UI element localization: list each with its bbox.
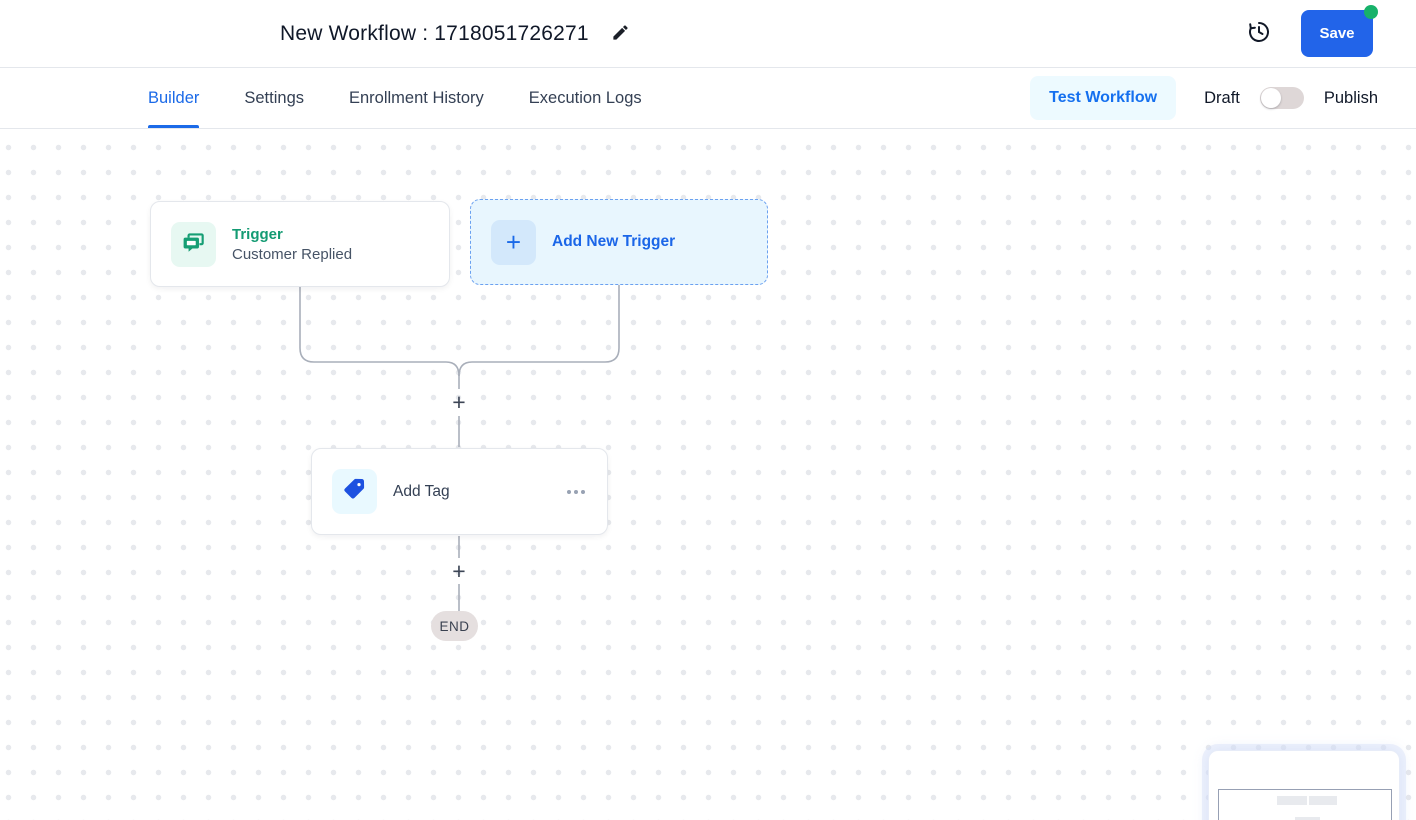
action-node-add-tag[interactable]: Add Tag — [311, 448, 608, 535]
workflow-title-wrap: New Workflow : 1718051726271 — [280, 0, 634, 67]
minimap-node-row — [1295, 817, 1320, 820]
ellipsis-icon — [567, 489, 571, 494]
tab-bar: Builder Settings Enrollment History Exec… — [0, 68, 1416, 129]
minimap-node — [1277, 796, 1307, 805]
node-menu-button[interactable] — [565, 484, 587, 500]
save-button[interactable]: Save — [1301, 5, 1378, 57]
draft-label: Draft — [1204, 88, 1240, 107]
test-workflow-button[interactable]: Test Workflow — [1030, 76, 1177, 120]
tabs: Builder Settings Enrollment History Exec… — [148, 68, 687, 128]
minimap-node-row — [1277, 796, 1337, 805]
trigger-node-category: Trigger — [232, 225, 283, 243]
chat-bubbles-icon — [181, 229, 207, 260]
action-node-name: Add Tag — [393, 482, 450, 500]
tab-bar-actions: Test Workflow Draft Publish — [1030, 68, 1378, 128]
tab-builder[interactable]: Builder — [148, 68, 200, 128]
tag-icon — [342, 476, 368, 507]
plus-icon: + — [505, 227, 522, 257]
edit-title-button[interactable] — [607, 19, 634, 49]
trigger-icon-badge — [171, 221, 216, 267]
header: New Workflow : 1718051726271 — [0, 0, 1416, 68]
add-new-trigger-label: Add New Trigger — [552, 233, 676, 250]
pencil-icon — [611, 23, 630, 45]
publish-toggle-knob — [1260, 88, 1281, 108]
unsaved-changes-dot — [1364, 5, 1378, 19]
add-step-button-top[interactable]: + — [452, 388, 466, 415]
minimap-panel[interactable] — [1208, 750, 1400, 820]
action-icon-badge — [332, 469, 377, 514]
page-title: New Workflow : 1718051726271 — [280, 21, 589, 45]
tab-enrollment-history[interactable]: Enrollment History — [349, 88, 484, 107]
save-button-label: Save — [1319, 25, 1355, 42]
publish-label: Publish — [1323, 88, 1378, 107]
trigger-node-texts: Trigger Customer Replied — [232, 226, 352, 263]
tab-execution-logs[interactable]: Execution Logs — [528, 88, 642, 107]
add-trigger-icon-badge: + — [491, 219, 536, 265]
add-step-button-bottom[interactable]: + — [452, 557, 466, 584]
version-history-button[interactable] — [1243, 16, 1275, 51]
header-actions: Save — [1243, 0, 1378, 67]
publish-toggle[interactable] — [1259, 87, 1304, 109]
add-new-trigger-button[interactable]: + Add New Trigger — [470, 199, 768, 285]
minimap-viewport — [1218, 789, 1392, 820]
trigger-node-name: Customer Replied — [232, 245, 353, 263]
end-node: END — [431, 611, 478, 641]
workflow-canvas[interactable]: Trigger Customer Replied + Add New Trigg… — [0, 129, 1416, 820]
history-clock-icon — [1247, 20, 1271, 47]
tab-settings[interactable]: Settings — [244, 88, 304, 107]
minimap-node — [1295, 817, 1320, 820]
trigger-node[interactable]: Trigger Customer Replied — [150, 201, 450, 287]
minimap-node — [1309, 796, 1337, 805]
